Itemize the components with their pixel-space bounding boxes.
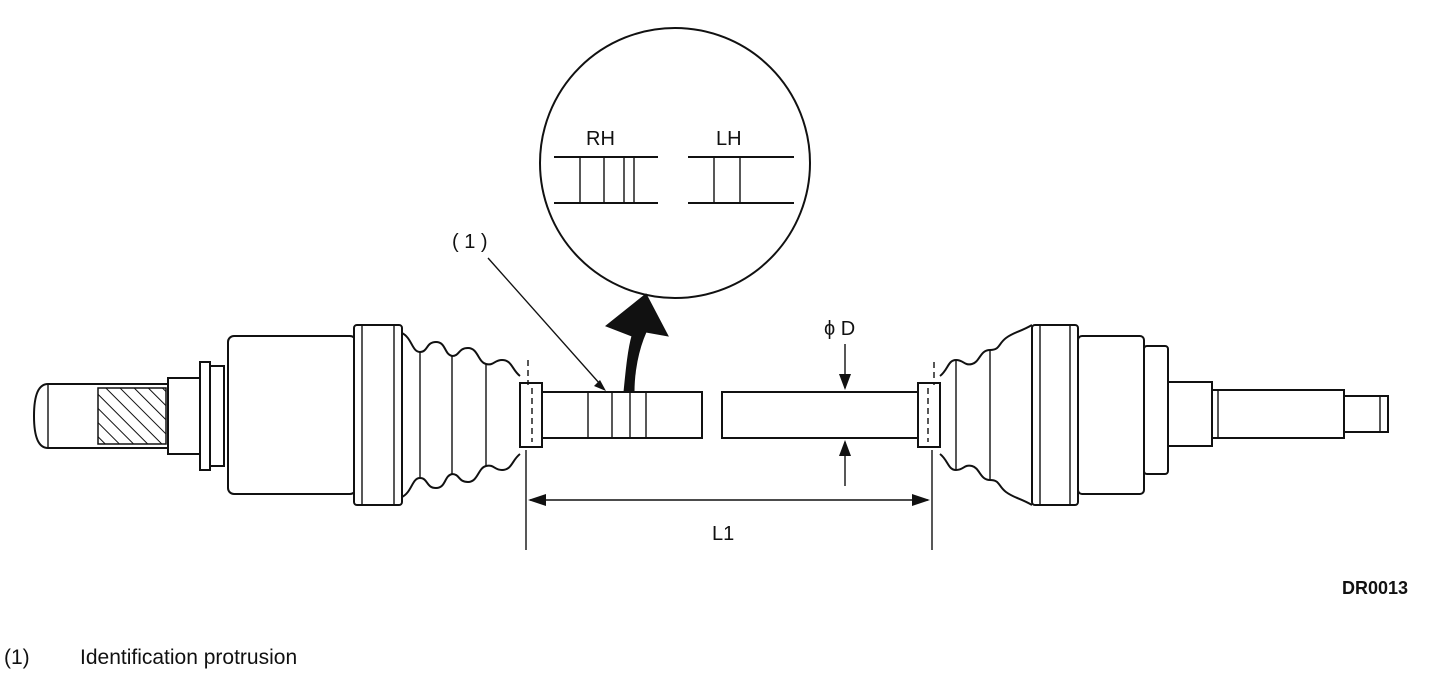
right-stub-shaft: [1167, 381, 1389, 447]
magnify-arrow: [605, 293, 669, 393]
magnified-detail-circle: [539, 27, 811, 299]
callout-label: ( 1 ): [452, 231, 488, 253]
figure-code: DR0013: [1342, 578, 1408, 598]
callout-leader-arrowhead: [594, 380, 606, 391]
right-joint-housing: [1031, 324, 1169, 506]
length-label: L1: [712, 523, 734, 545]
shaft-left-section: [541, 391, 703, 439]
lh-label: LH: [716, 128, 742, 150]
diameter-arrowhead-top: [839, 374, 851, 390]
left-joint-housing: [227, 324, 403, 506]
left-spline-stub: [32, 361, 225, 471]
length-arrowhead-left: [528, 494, 546, 506]
length-arrowhead-right: [912, 494, 930, 506]
callout-leader: [487, 257, 601, 385]
rh-label: RH: [586, 128, 615, 150]
diameter-label: ϕ D: [824, 318, 855, 340]
right-boot: [917, 324, 1033, 506]
shaft-right-section: [721, 391, 919, 439]
legend-number: (1): [4, 646, 30, 669]
left-boot: [401, 332, 543, 498]
legend-description: Identification protrusion: [80, 646, 298, 669]
diameter-arrowhead-bottom: [839, 440, 851, 456]
